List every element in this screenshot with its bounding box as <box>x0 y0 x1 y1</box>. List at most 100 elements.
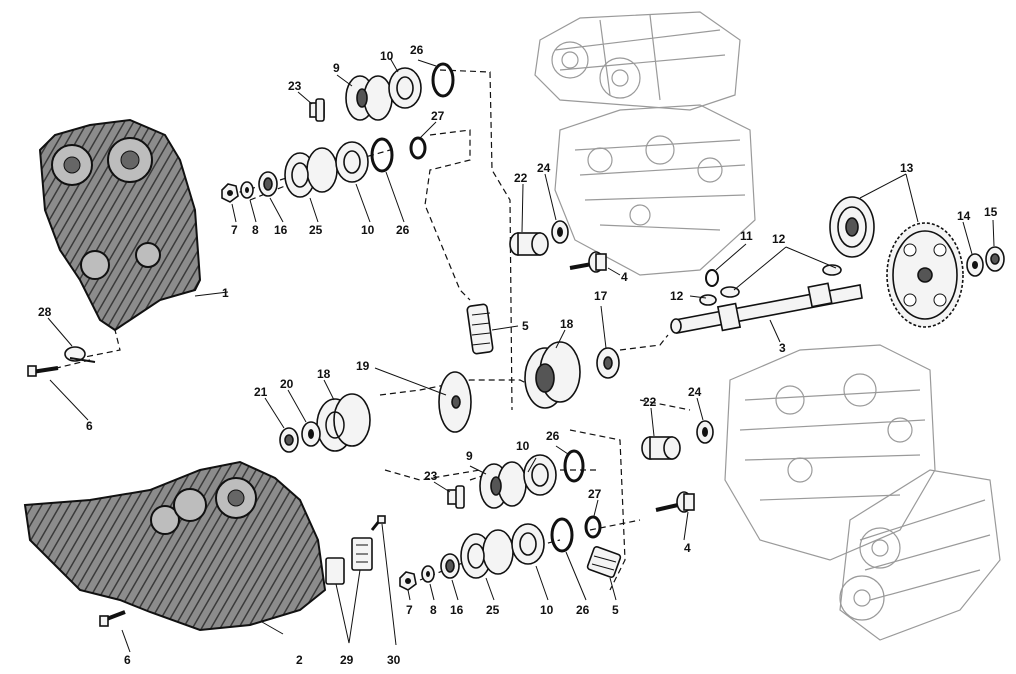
gear-13-small <box>829 196 875 258</box>
washer-20 <box>301 421 321 447</box>
nut-7-lower <box>399 571 417 591</box>
bearing-holder-9-upper <box>345 75 393 121</box>
washer-24-upper <box>551 220 569 244</box>
label-24-lower: 24 <box>688 385 702 399</box>
label-8-lower: 8 <box>430 603 437 617</box>
bearing-10-mid-lower <box>511 523 545 565</box>
washer-24-lower <box>696 420 714 444</box>
gear-13-large <box>886 222 964 328</box>
circlip-26-mid-lower <box>550 517 574 553</box>
label-5-upper: 5 <box>522 319 529 333</box>
label-25-lower: 25 <box>486 603 500 617</box>
shaft-3 <box>670 282 863 334</box>
bearing-holder-9-lower <box>479 461 527 509</box>
bearing-10-mid-upper <box>335 141 369 183</box>
label-1: 1 <box>222 286 229 300</box>
label-18-left: 18 <box>317 367 331 381</box>
label-16-lower: 16 <box>450 603 464 617</box>
label-12-lower: 12 <box>670 289 684 303</box>
spacer-16-upper <box>258 171 278 197</box>
cylinder-block-outline-top <box>554 104 756 276</box>
label-23-upper: 23 <box>288 79 302 93</box>
label-8-upper: 8 <box>252 223 259 237</box>
idler-pulley-25-lower <box>460 529 514 579</box>
stud-4-upper <box>569 251 607 273</box>
label-23-lower: 23 <box>424 469 438 483</box>
label-9-upper: 9 <box>333 61 340 75</box>
label-29: 29 <box>340 653 354 667</box>
stud-22-upper <box>509 232 549 256</box>
circlip-26-mid-upper <box>370 137 394 173</box>
tensioner-5-upper <box>466 303 494 355</box>
nut-21 <box>279 427 299 453</box>
key-12-b <box>822 264 842 276</box>
screw-23-upper <box>309 98 325 122</box>
label-13: 13 <box>900 161 914 175</box>
stud-4-lower <box>655 491 695 513</box>
label-28: 28 <box>38 305 52 319</box>
label-2: 2 <box>296 653 303 667</box>
label-4-upper: 4 <box>621 270 628 284</box>
label-4-lower: 4 <box>684 541 691 555</box>
washer-8-lower <box>421 565 435 583</box>
key-12-c <box>699 294 717 306</box>
washer-8-upper <box>240 181 254 199</box>
label-26-mid-upper: 26 <box>396 223 410 237</box>
label-22-lower: 22 <box>643 395 657 409</box>
callout-labels: 1 2 3 4 4 5 5 6 6 7 7 8 8 9 9 10 10 10 1… <box>38 43 998 667</box>
label-9-lower: 9 <box>466 449 473 463</box>
bearing-10-lower <box>523 454 557 496</box>
screw-6-upper <box>27 365 59 377</box>
disc-19 <box>438 371 472 433</box>
label-27-lower: 27 <box>588 487 602 501</box>
label-10-upper: 10 <box>380 49 394 63</box>
label-22-upper: 22 <box>514 171 528 185</box>
screw-23-lower <box>447 485 465 509</box>
clip-28 <box>64 346 96 363</box>
circlip-26-upper <box>431 62 455 98</box>
label-10-mid-upper: 10 <box>361 223 375 237</box>
washer-14 <box>966 253 984 277</box>
label-11: 11 <box>740 229 753 243</box>
spacer-16-lower <box>440 553 460 579</box>
label-16-upper: 16 <box>274 223 288 237</box>
label-10-lower: 10 <box>516 439 530 453</box>
label-21: 21 <box>254 385 268 399</box>
label-30: 30 <box>387 653 401 667</box>
label-19: 19 <box>356 359 370 373</box>
circlip-27-upper <box>409 136 427 160</box>
cylinder-head-outline-bottom-right <box>839 469 1001 641</box>
label-14: 14 <box>957 209 971 223</box>
label-18-mid: 18 <box>560 317 574 331</box>
label-17: 17 <box>594 289 608 303</box>
label-26-mid-lower: 26 <box>576 603 590 617</box>
idler-pulley-25-upper <box>284 147 338 198</box>
label-26-lower: 26 <box>546 429 560 443</box>
crankcase-outline-right <box>724 344 936 561</box>
label-7-lower: 7 <box>406 603 413 617</box>
bearing-10-upper <box>388 67 422 109</box>
tensioner-5-lower <box>586 545 622 579</box>
cylinder-head-outline-top <box>534 11 741 111</box>
nut-7-upper <box>221 183 239 203</box>
label-15: 15 <box>984 205 998 219</box>
circlip-26-lower <box>563 449 585 483</box>
label-6-lower: 6 <box>124 653 131 667</box>
pulley-18-mid <box>524 341 581 409</box>
key-11 <box>705 269 719 287</box>
spacer-17 <box>596 347 620 379</box>
timing-belt-lower <box>379 379 626 591</box>
label-10-mid-lower: 10 <box>540 603 554 617</box>
label-3: 3 <box>779 341 786 355</box>
upper-belt-cover <box>38 118 202 332</box>
grommet-29 <box>325 537 373 585</box>
label-24-upper: 24 <box>537 161 551 175</box>
timing-belt-upper <box>424 69 513 411</box>
circlip-27-lower <box>584 515 602 539</box>
stud-22-lower <box>641 436 681 460</box>
pulley-18-left <box>316 393 371 452</box>
screw-30 <box>370 515 386 531</box>
nut-15 <box>985 246 1005 272</box>
lower-belt-cover <box>23 460 327 632</box>
label-20: 20 <box>280 377 294 391</box>
